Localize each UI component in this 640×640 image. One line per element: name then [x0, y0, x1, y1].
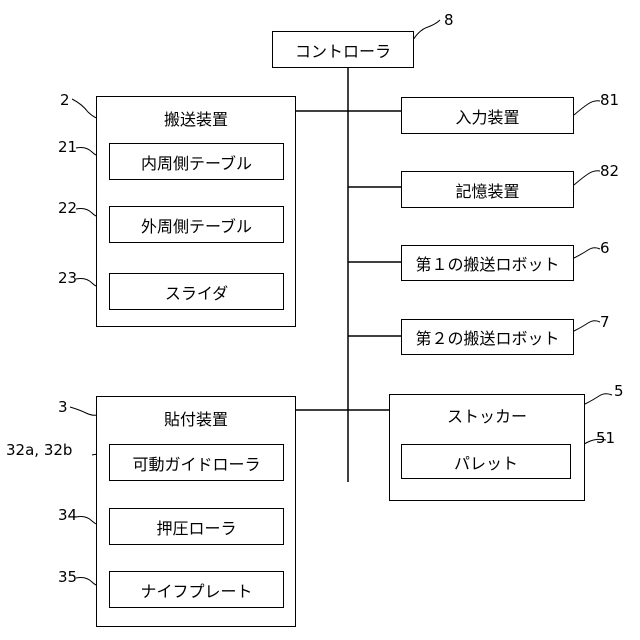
ref-81: 81 — [600, 93, 619, 108]
guide-roller-label: 可動ガイドローラ — [132, 451, 260, 475]
leader-6 — [574, 248, 600, 258]
ref-35: 35 — [58, 570, 77, 585]
leader-7 — [574, 321, 600, 331]
ref-7: 7 — [600, 315, 610, 330]
ref-21: 21 — [58, 140, 77, 155]
leader-81 — [574, 101, 600, 115]
slider-label: スライダ — [165, 280, 228, 304]
outer-table-box: 外周側テーブル — [109, 206, 284, 243]
controller-label: コントローラ — [295, 38, 391, 62]
press-roller-label: 押圧ローラ — [156, 515, 236, 539]
bonding-device-label: 貼付装置 — [97, 406, 295, 430]
leader-82 — [574, 171, 600, 185]
pallet-box: パレット — [401, 444, 571, 479]
ref-51: 51 — [596, 431, 615, 446]
ref-34: 34 — [58, 508, 77, 523]
stocker-label: ストッカー — [390, 403, 584, 427]
press-roller-box: 押圧ローラ — [109, 508, 284, 545]
inner-table-label: 内周側テーブル — [141, 150, 252, 174]
ref-2: 2 — [60, 93, 70, 108]
leader-5 — [585, 394, 612, 404]
robot1-box: 第１の搬送ロボット — [401, 245, 574, 281]
knife-plate-box: ナイフプレート — [109, 571, 284, 608]
robot1-label: 第１の搬送ロボット — [415, 251, 559, 275]
storage-device-box: 記憶装置 — [401, 171, 574, 208]
slider-box: スライダ — [109, 273, 284, 310]
outer-table-label: 外周側テーブル — [141, 213, 252, 237]
guide-roller-box: 可動ガイドローラ — [109, 444, 284, 481]
controller-box: コントローラ — [272, 31, 414, 68]
ref-5: 5 — [614, 384, 624, 399]
ref-82: 82 — [600, 164, 619, 179]
storage-device-label: 記憶装置 — [455, 178, 519, 202]
input-device-box: 入力装置 — [401, 97, 574, 134]
robot2-label: 第２の搬送ロボット — [415, 325, 559, 349]
input-device-label: 入力装置 — [455, 104, 519, 128]
ref-6: 6 — [600, 241, 610, 256]
ref-3: 3 — [58, 400, 68, 415]
leader-8 — [410, 20, 440, 45]
pallet-label: パレット — [454, 450, 518, 474]
ref-22: 22 — [58, 201, 77, 216]
robot2-box: 第２の搬送ロボット — [401, 319, 574, 355]
ref-8: 8 — [444, 13, 454, 28]
knife-plate-label: ナイフプレート — [140, 578, 252, 602]
ref-32: 32a, 32b — [6, 443, 72, 458]
inner-table-box: 内周側テーブル — [109, 143, 284, 180]
ref-23: 23 — [58, 271, 77, 286]
transport-device-label: 搬送装置 — [97, 106, 295, 130]
